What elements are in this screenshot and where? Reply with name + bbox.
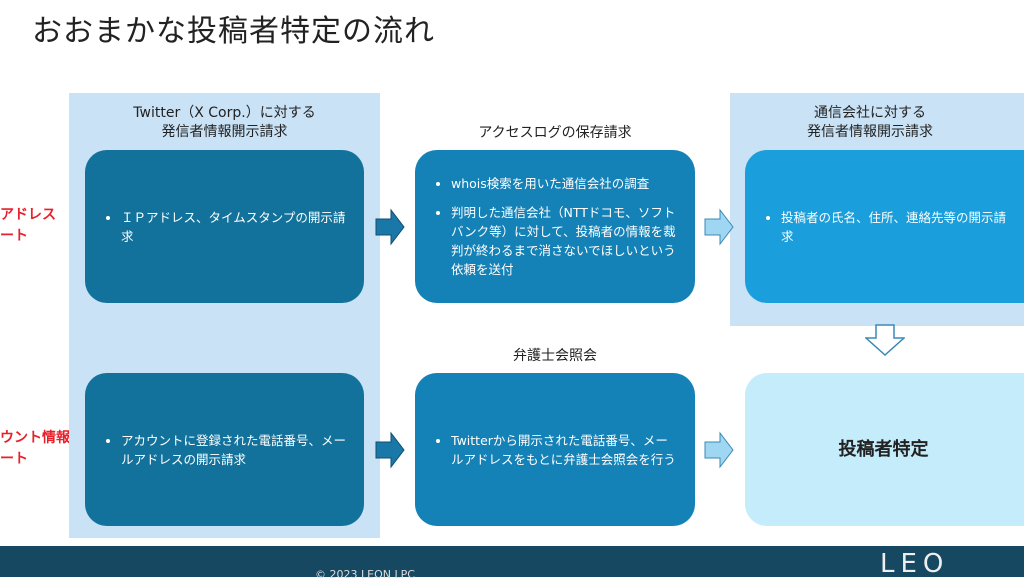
twitter-disclosure-heading: Twitter（X Corp.）に対する発信者情報開示請求	[69, 104, 380, 142]
account-route-label: ウント情報ート	[0, 428, 70, 470]
copyright: © 2023 LEON LPC	[315, 568, 415, 581]
bar-inquiry-box: Twitterから開示された電話番号、メールアドレスをもとに弁護士会照会を行う	[415, 373, 695, 526]
footer-bar	[0, 546, 1024, 577]
heading-line: Twitter（X Corp.）に対する	[133, 105, 316, 121]
ip-route-label: アドレスート	[0, 205, 56, 247]
arrow-down-icon	[865, 324, 905, 356]
bullet-item: ＩＰアドレス、タイムスタンプの開示請求	[121, 208, 346, 246]
route-label-line: ート	[0, 228, 28, 244]
bar-inquiry-heading: 弁護士会照会	[513, 348, 597, 364]
arrow-right-icon	[375, 431, 405, 469]
log-preservation-heading: アクセスログの保存請求	[478, 125, 632, 141]
arrow-right-icon	[704, 208, 734, 246]
page-title: おおまかな投稿者特定の流れ	[32, 14, 435, 49]
arrow-right-icon	[375, 208, 405, 246]
heading-line: 発信者情報開示請求	[161, 124, 288, 140]
log-preservation-box: whois検索を用いた通信会社の調査判明した通信会社（NTTドコモ、ソフトバンク…	[415, 150, 695, 303]
ip-disclosure-box: ＩＰアドレス、タイムスタンプの開示請求	[85, 150, 364, 303]
heading-line: 通信会社に対する	[814, 105, 926, 121]
account-disclosure-box: アカウントに登録された電話番号、メールアドレスの開示請求	[85, 373, 364, 526]
route-label-line: アドレス	[0, 207, 56, 223]
arrow-right-icon	[704, 431, 734, 469]
heading-line: 発信者情報開示請求	[807, 124, 933, 140]
bullet-item: whois検索を用いた通信会社の調査	[451, 174, 677, 193]
leon-logo: LEO	[880, 549, 950, 579]
carrier-disclosure-box: 投稿者の氏名、住所、連絡先等の開示請求	[745, 150, 1024, 303]
bullet-item: Twitterから開示された電話番号、メールアドレスをもとに弁護士会照会を行う	[451, 431, 677, 469]
route-label-line: ウント情報	[0, 430, 70, 446]
carrier-disclosure-heading: 通信会社に対する発信者情報開示請求	[730, 104, 1010, 142]
route-label-line: ート	[0, 451, 28, 467]
poster-identified-box: 投稿者特定	[745, 373, 1024, 526]
bullet-item: アカウントに登録された電話番号、メールアドレスの開示請求	[121, 431, 346, 469]
bullet-item: 投稿者の氏名、住所、連絡先等の開示請求	[781, 208, 1006, 246]
bullet-item: 判明した通信会社（NTTドコモ、ソフトバンク等）に対して、投稿者の情報を裁判が終…	[451, 203, 677, 279]
